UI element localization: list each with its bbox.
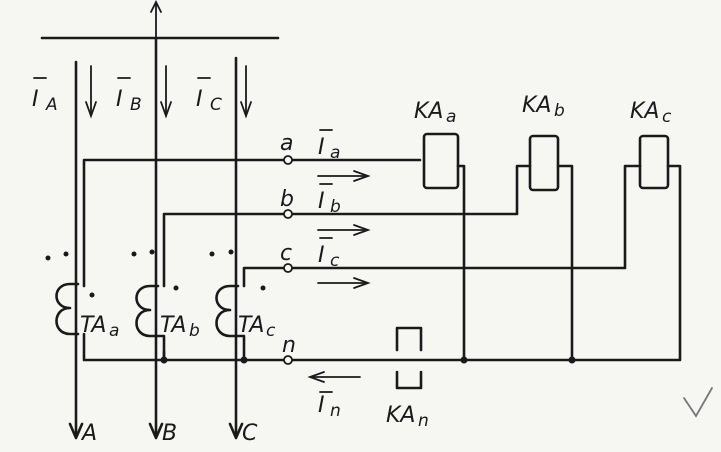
node-label-b: b: [280, 187, 294, 212]
svg-text:a: a: [330, 143, 340, 163]
output-label-b: B: [162, 421, 177, 446]
label-current-ia: I A: [32, 77, 58, 115]
phase-a-arrow: [68, 422, 84, 440]
check-mark-icon: [683, 387, 713, 418]
label-ka-a: KA a: [414, 99, 456, 127]
label-ka-c: KA c: [630, 99, 672, 127]
label-current-ib: I B: [116, 77, 142, 115]
svg-text:c: c: [330, 251, 340, 271]
relay-coil-ka-n-bottom: [395, 370, 423, 390]
svg-text:C: C: [210, 95, 222, 115]
label-ta-a: TA a: [80, 313, 119, 341]
ta-a-winding: [55, 282, 80, 336]
secondary-current-arrows: [307, 170, 371, 383]
ka-b-return: [556, 164, 574, 362]
svg-text:c: c: [662, 107, 672, 127]
wire-c: [242, 164, 642, 288]
output-label-a: A: [80, 421, 97, 446]
wire-neutral: [82, 164, 682, 362]
terminal-a: [283, 155, 293, 165]
ka-a-return: [456, 164, 466, 362]
busbar-feed-arrow: [150, 0, 162, 13]
label-current-ic: I C: [196, 77, 222, 115]
relay-coil-ka-a: [422, 132, 460, 190]
label-ta-c: TA c: [238, 313, 276, 341]
ta-b-winding: [135, 284, 166, 362]
node-label-c: c: [280, 241, 292, 266]
svg-text:b: b: [330, 197, 341, 217]
polarity-marks: [45, 249, 266, 298]
svg-text:I: I: [318, 393, 325, 418]
svg-text:I: I: [318, 135, 325, 160]
svg-text:I: I: [318, 189, 325, 214]
node-label-a: a: [280, 131, 293, 156]
ta-c-winding: [215, 284, 246, 362]
svg-text:I: I: [32, 87, 39, 112]
terminal-b: [283, 209, 293, 219]
svg-text:n: n: [418, 411, 429, 431]
terminal-n: [283, 355, 293, 365]
relay-coil-ka-b: [528, 134, 560, 192]
output-label-c: C: [242, 421, 258, 446]
svg-text:KA: KA: [522, 93, 551, 118]
svg-text:I: I: [196, 87, 203, 112]
svg-text:I: I: [318, 243, 325, 268]
terminal-c: [283, 263, 293, 273]
neutral-junctions: [160, 356, 576, 364]
svg-text:b: b: [189, 321, 200, 341]
svg-text:KA: KA: [386, 403, 415, 428]
phase-b-arrow: [148, 422, 164, 440]
label-current-ia-sec: I a: [318, 129, 340, 163]
relay-coil-ka-n-top: [395, 326, 423, 352]
phase-c-arrow: [228, 422, 244, 440]
label-current-ic-sec: I c: [318, 237, 340, 271]
svg-text:a: a: [109, 321, 119, 341]
svg-text:TA: TA: [238, 313, 264, 338]
svg-text:KA: KA: [630, 99, 659, 124]
svg-text:A: A: [45, 95, 58, 115]
svg-text:a: a: [446, 107, 456, 127]
label-current-in: I n: [318, 391, 341, 421]
label-ka-n: KA n: [386, 403, 429, 431]
node-label-n: n: [282, 333, 296, 358]
svg-text:n: n: [330, 401, 341, 421]
svg-text:c: c: [266, 321, 276, 341]
label-ka-b: KA b: [522, 93, 565, 121]
wire-a: [82, 158, 422, 288]
wire-b: [162, 164, 532, 288]
relay-coil-ka-c: [638, 134, 670, 190]
svg-text:TA: TA: [160, 313, 186, 338]
svg-text:I: I: [116, 87, 123, 112]
svg-text:KA: KA: [414, 99, 443, 124]
label-ta-b: TA b: [160, 313, 200, 341]
svg-text:b: b: [554, 101, 565, 121]
svg-text:B: B: [130, 95, 142, 115]
primary-current-arrows: [85, 65, 252, 119]
label-current-ib-sec: I b: [318, 183, 341, 217]
